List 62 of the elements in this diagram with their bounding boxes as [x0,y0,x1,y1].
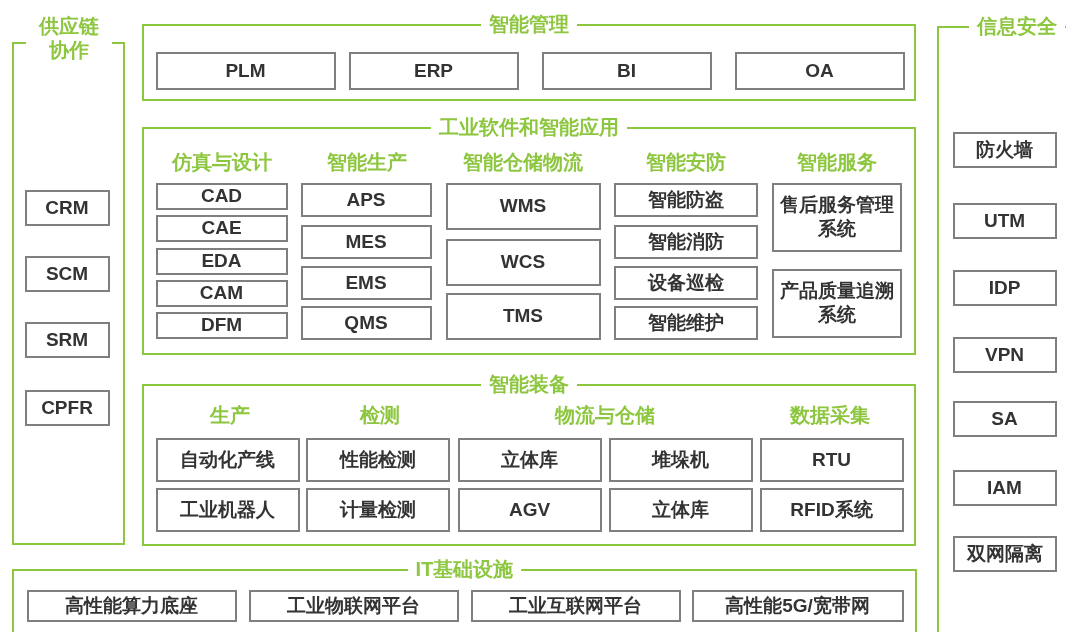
section-title: 智能装备 [481,372,577,396]
module-box: OA [734,51,905,90]
module-box: 防火墙 [952,131,1057,168]
module-box: IAM [952,469,1057,506]
module-box: AGV [457,487,602,532]
module-box: WMS [445,182,601,230]
module-box: 工业物联网平台 [248,589,459,622]
column-heading: 仿真与设计 [172,150,272,174]
module-box: 计量检测 [305,487,450,532]
module-box: BI [541,51,712,90]
module-box: 工业互联网平台 [470,589,681,622]
module-box: 双网隔离 [952,535,1057,572]
module-box: RFID系统 [759,487,904,532]
module-box: EMS [300,265,432,300]
module-box: APS [300,182,432,217]
module-box: SCM [24,255,110,292]
column-heading: 物流与仓储 [555,403,655,427]
section-title: IT基础设施 [407,557,522,581]
module-box: 设备巡检 [613,265,758,300]
module-box: QMS [300,305,432,340]
module-box: CAM [155,279,288,307]
module-box: DFM [155,311,288,339]
module-box: 智能防盗 [613,182,758,217]
column-heading: 智能服务 [797,150,877,174]
module-box: 立体库 [608,487,753,532]
module-box: 自动化产线 [155,437,300,482]
column-heading: 数据采集 [790,403,870,427]
module-box: MES [300,224,432,259]
module-box: SRM [24,321,110,358]
module-box: 高性能5G/宽带网 [691,589,904,622]
module-box: 智能维护 [613,305,758,340]
module-box: CAE [155,214,288,242]
section-title: 供应链协作 [25,14,112,62]
column-heading: 智能仓储物流 [463,150,583,174]
module-box: 性能检测 [305,437,450,482]
module-box: 堆垛机 [608,437,753,482]
module-box: CAD [155,182,288,210]
column-heading: 生产 [210,403,250,427]
section-title: 智能管理 [481,12,577,36]
column-heading: 智能生产 [327,150,407,174]
module-box: 工业机器人 [155,487,300,532]
module-box: VPN [952,336,1057,373]
module-box: IDP [952,269,1057,306]
module-box: CRM [24,189,110,226]
module-box: SA [952,400,1057,437]
module-box: UTM [952,202,1057,239]
module-box: 产品质量追溯系统 [771,268,902,338]
module-box: 售后服务管理系统 [771,182,902,252]
section-title: 工业软件和智能应用 [431,115,627,139]
module-box: EDA [155,247,288,275]
module-box: ERP [348,51,519,90]
module-box: CPFR [24,389,110,426]
module-box: RTU [759,437,904,482]
module-box: 智能消防 [613,224,758,259]
module-box: WCS [445,238,601,286]
module-box: PLM [155,51,336,90]
module-box: TMS [445,292,601,340]
module-box: 高性能算力底座 [26,589,237,622]
column-heading: 检测 [360,403,400,427]
module-box: 立体库 [457,437,602,482]
section-title: 信息安全 [969,14,1065,38]
column-heading: 智能安防 [646,150,726,174]
